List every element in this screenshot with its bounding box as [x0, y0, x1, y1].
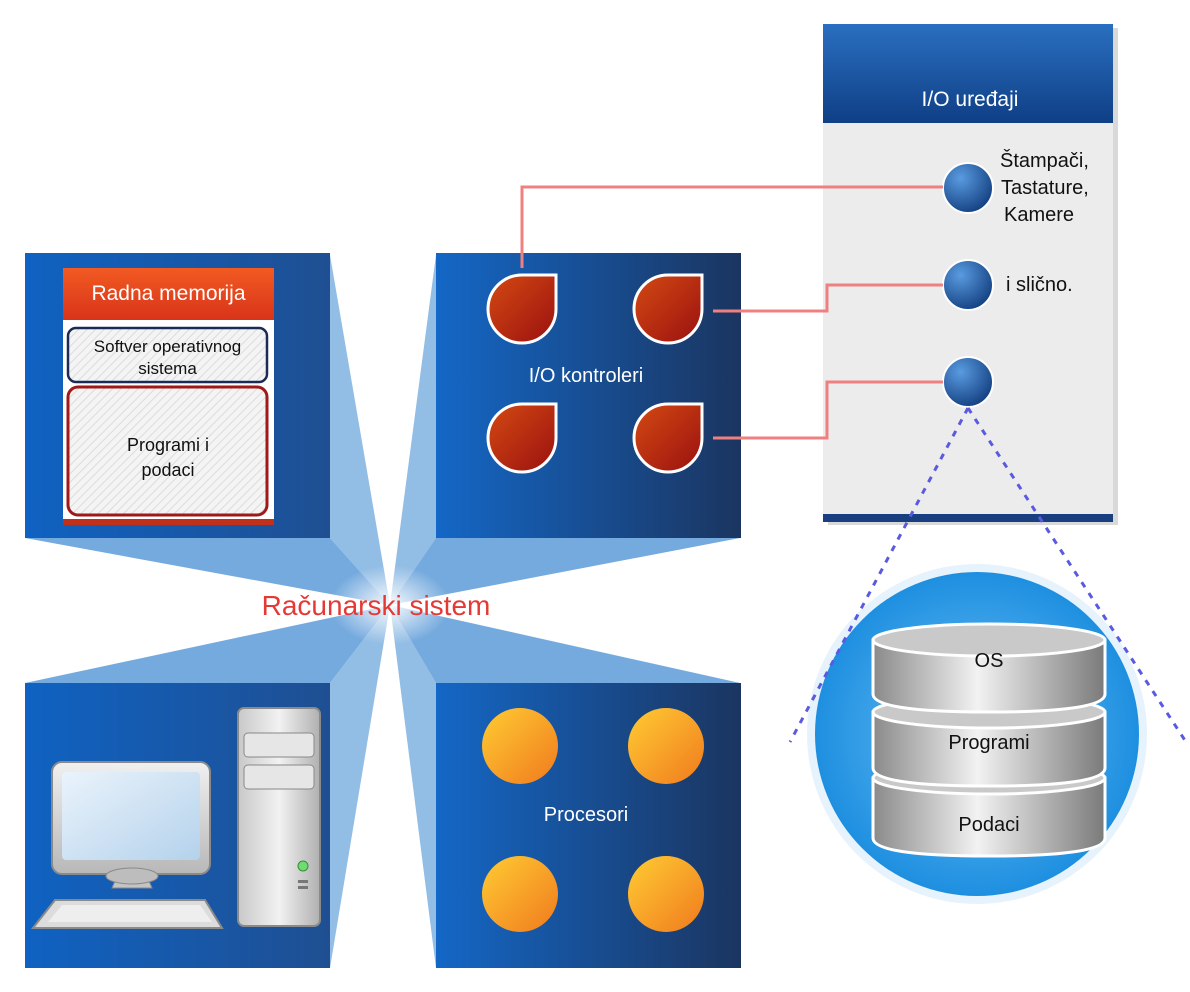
- processor-icons: [482, 708, 704, 932]
- processor-icon: [482, 856, 558, 932]
- io-controllers-label: I/O kontroleri: [528, 365, 644, 387]
- io-controller-icon: [632, 273, 704, 345]
- os-software-label: Softver operativnog sistema: [93, 337, 242, 378]
- computer-icon: [30, 707, 321, 929]
- io-device-port-icon: [942, 162, 994, 214]
- io-controller-icon: [632, 402, 704, 474]
- processor-icon: [482, 708, 558, 784]
- memory-box: [63, 268, 274, 525]
- center-label: Računarski sistem: [261, 590, 491, 621]
- processor-icon: [628, 856, 704, 932]
- memory-header-label: Radna memorija: [91, 282, 246, 305]
- center-connector-rays: [25, 255, 740, 968]
- io-device-item-label: Štampači,: [1000, 150, 1089, 172]
- io-controller-icon: [486, 402, 558, 474]
- io-device-item-label: i slično.: [1006, 274, 1073, 296]
- io-controller-icons: [486, 273, 704, 474]
- programs-data-box: [66, 385, 269, 517]
- io-controller-icon: [486, 273, 558, 345]
- processors-label: Procesori: [543, 804, 629, 826]
- dotted-projection-lines: [788, 407, 1190, 746]
- storage-layer-label-programi: Programi: [948, 732, 1030, 754]
- storage-layer-os: [871, 622, 1107, 714]
- storage-stack: [871, 622, 1107, 858]
- io-devices-title: I/O uređaji: [921, 88, 1019, 111]
- os-software-box: [66, 326, 269, 384]
- programs-data-label: Programi i podaci: [126, 435, 210, 480]
- io-devices-header: [823, 24, 1113, 123]
- io-device-item-label: Tastature,: [1001, 177, 1089, 199]
- io-device-port-icon: [942, 356, 994, 408]
- processor-icon: [628, 708, 704, 784]
- memory-header: [63, 268, 274, 320]
- connector-lines: [520, 185, 943, 440]
- io-device-item-label: Kamere: [1004, 204, 1075, 226]
- io-device-port-icon: [942, 259, 994, 311]
- storage-layer-label-podaci: Podaci: [958, 814, 1020, 836]
- storage-layer-label-os: OS: [974, 650, 1004, 672]
- io-devices-panel: [823, 24, 1118, 525]
